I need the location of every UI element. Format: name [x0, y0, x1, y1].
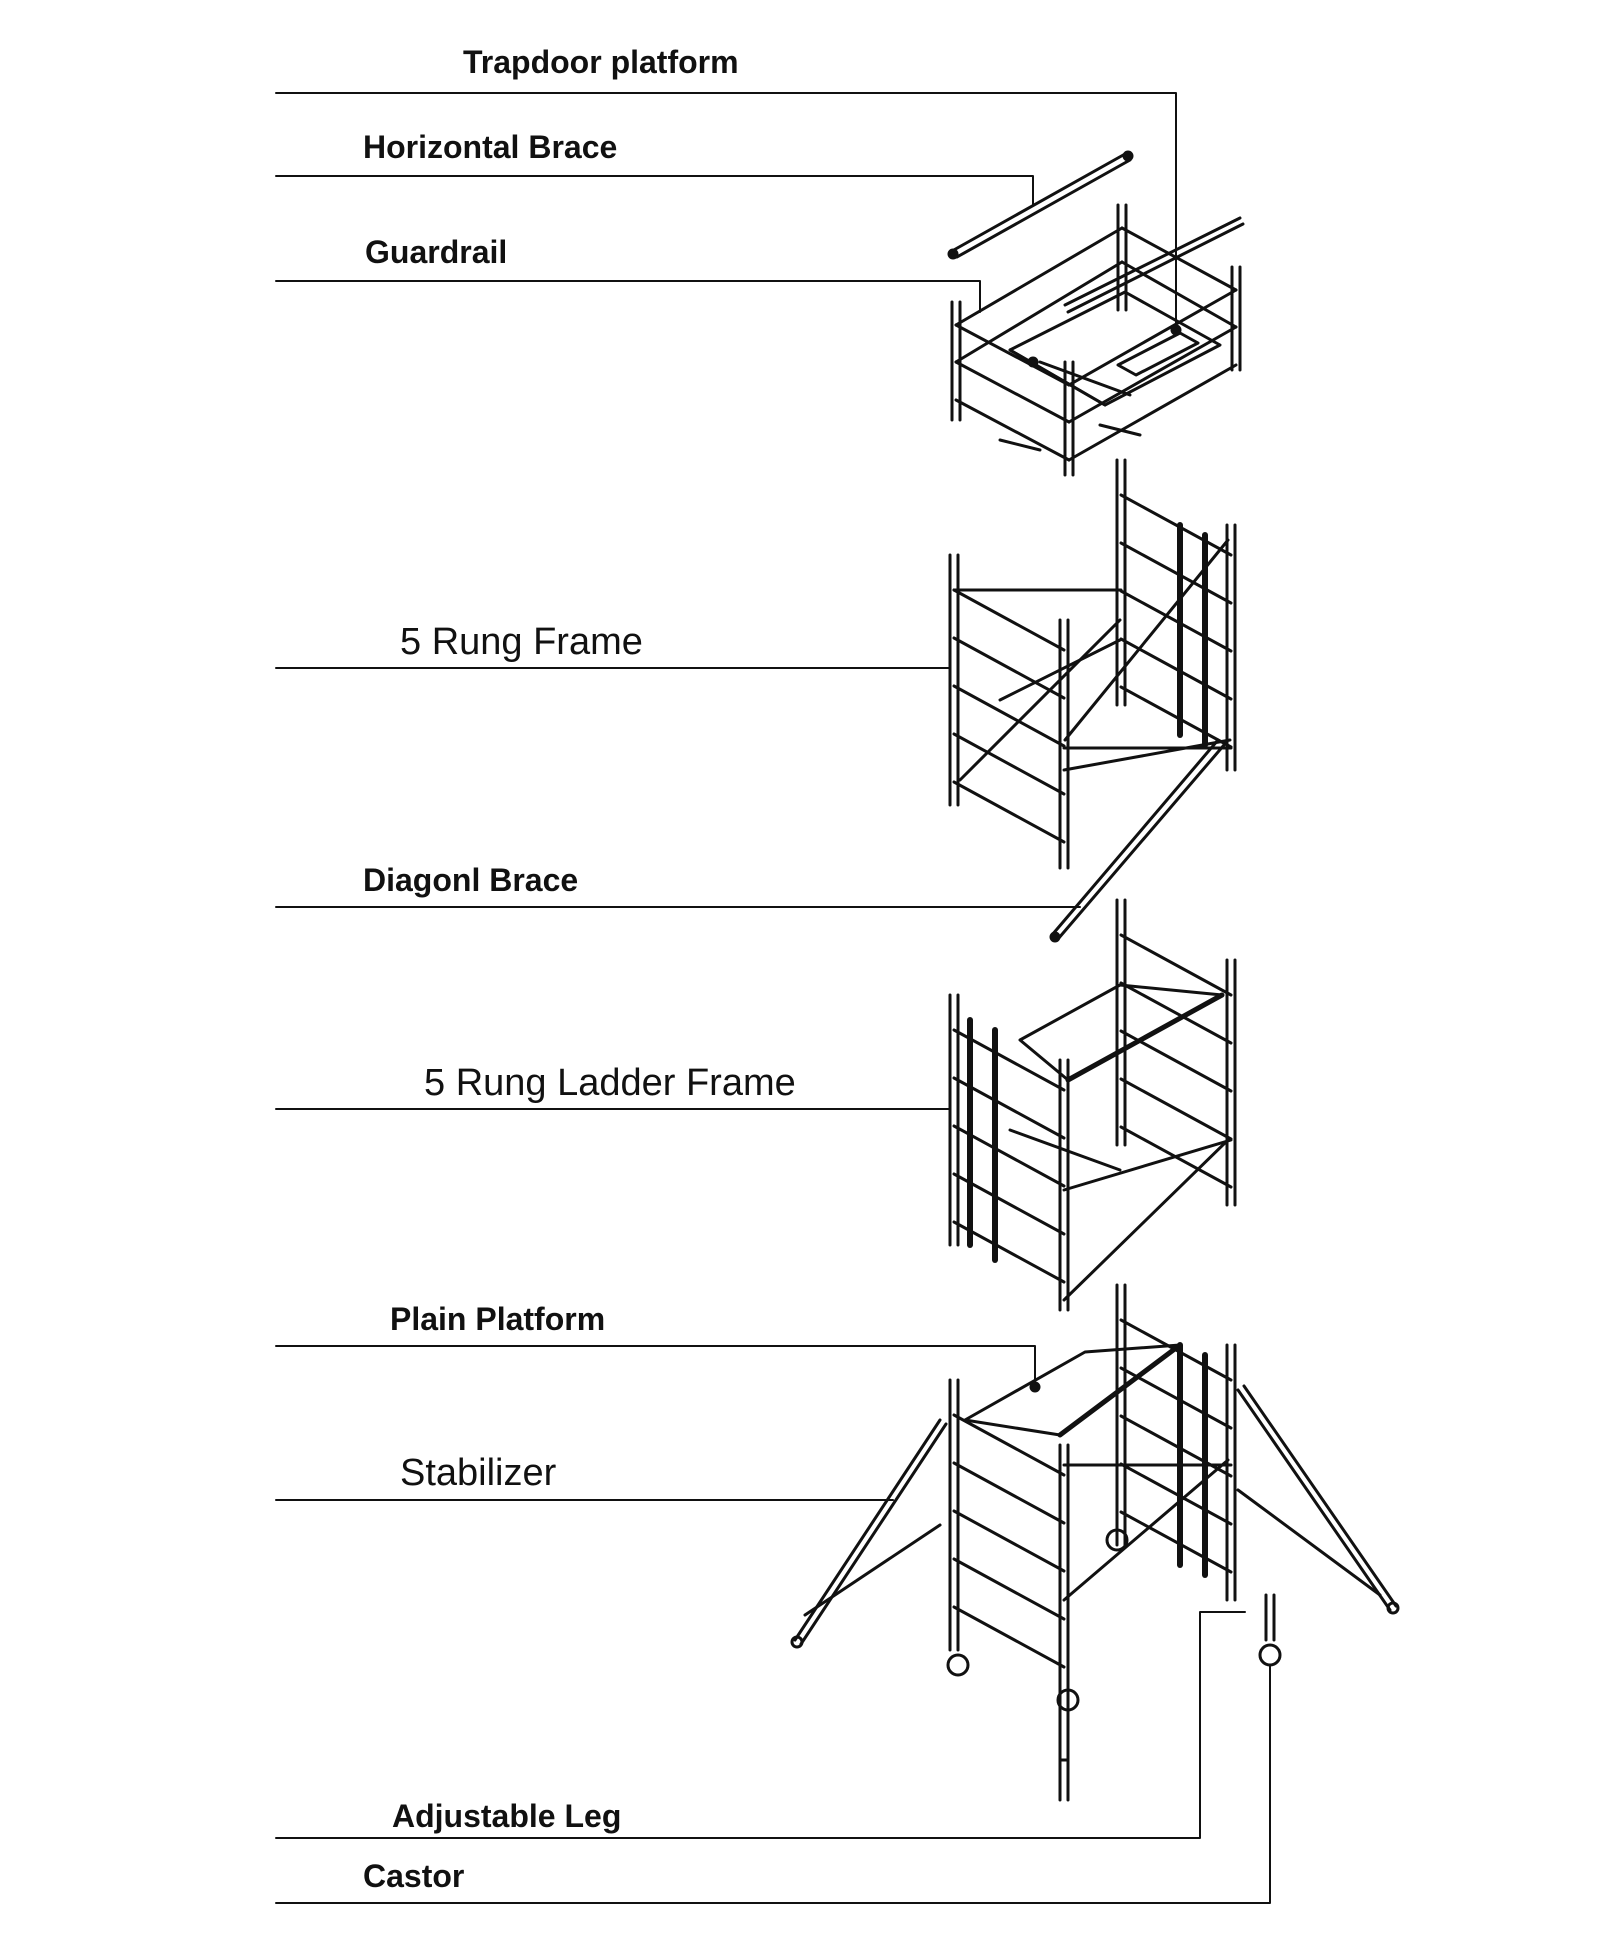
leader-horizontal-brace: [275, 175, 1034, 206]
label-stabilizer: Stabilizer: [400, 1452, 557, 1494]
label-horizontal-brace: Horizontal Brace: [363, 129, 618, 165]
leader-adjustable-leg: [275, 1611, 1246, 1839]
leader-plain-platform: [275, 1345, 1036, 1386]
label-trapdoor-platform: Trapdoor platform: [463, 44, 739, 80]
guardrail-trapdoor-module: [950, 203, 1245, 477]
label-castor: Castor: [363, 1858, 465, 1894]
label-5-rung-frame: 5 Rung Frame: [400, 621, 643, 663]
leader-lines: [275, 92, 1271, 1904]
diagonal-brace-part: [1049, 738, 1226, 943]
base-module: [790, 1283, 1400, 1802]
rung-frame-module: [948, 458, 1237, 870]
label-adjustable-leg: Adjustable Leg: [392, 1798, 622, 1834]
label-plain-platform: Plain Platform: [390, 1301, 606, 1337]
label-5-rung-ladder-frame: 5 Rung Ladder Frame: [424, 1062, 796, 1104]
leader-castor: [275, 1664, 1271, 1904]
leader-guardrail: [275, 280, 981, 313]
label-guardrail: Guardrail: [365, 234, 508, 270]
ladder-frame-module: [948, 898, 1237, 1312]
label-diagonal-brace: Diagonl Brace: [363, 862, 579, 898]
horizontal-brace-part: [947, 150, 1134, 260]
